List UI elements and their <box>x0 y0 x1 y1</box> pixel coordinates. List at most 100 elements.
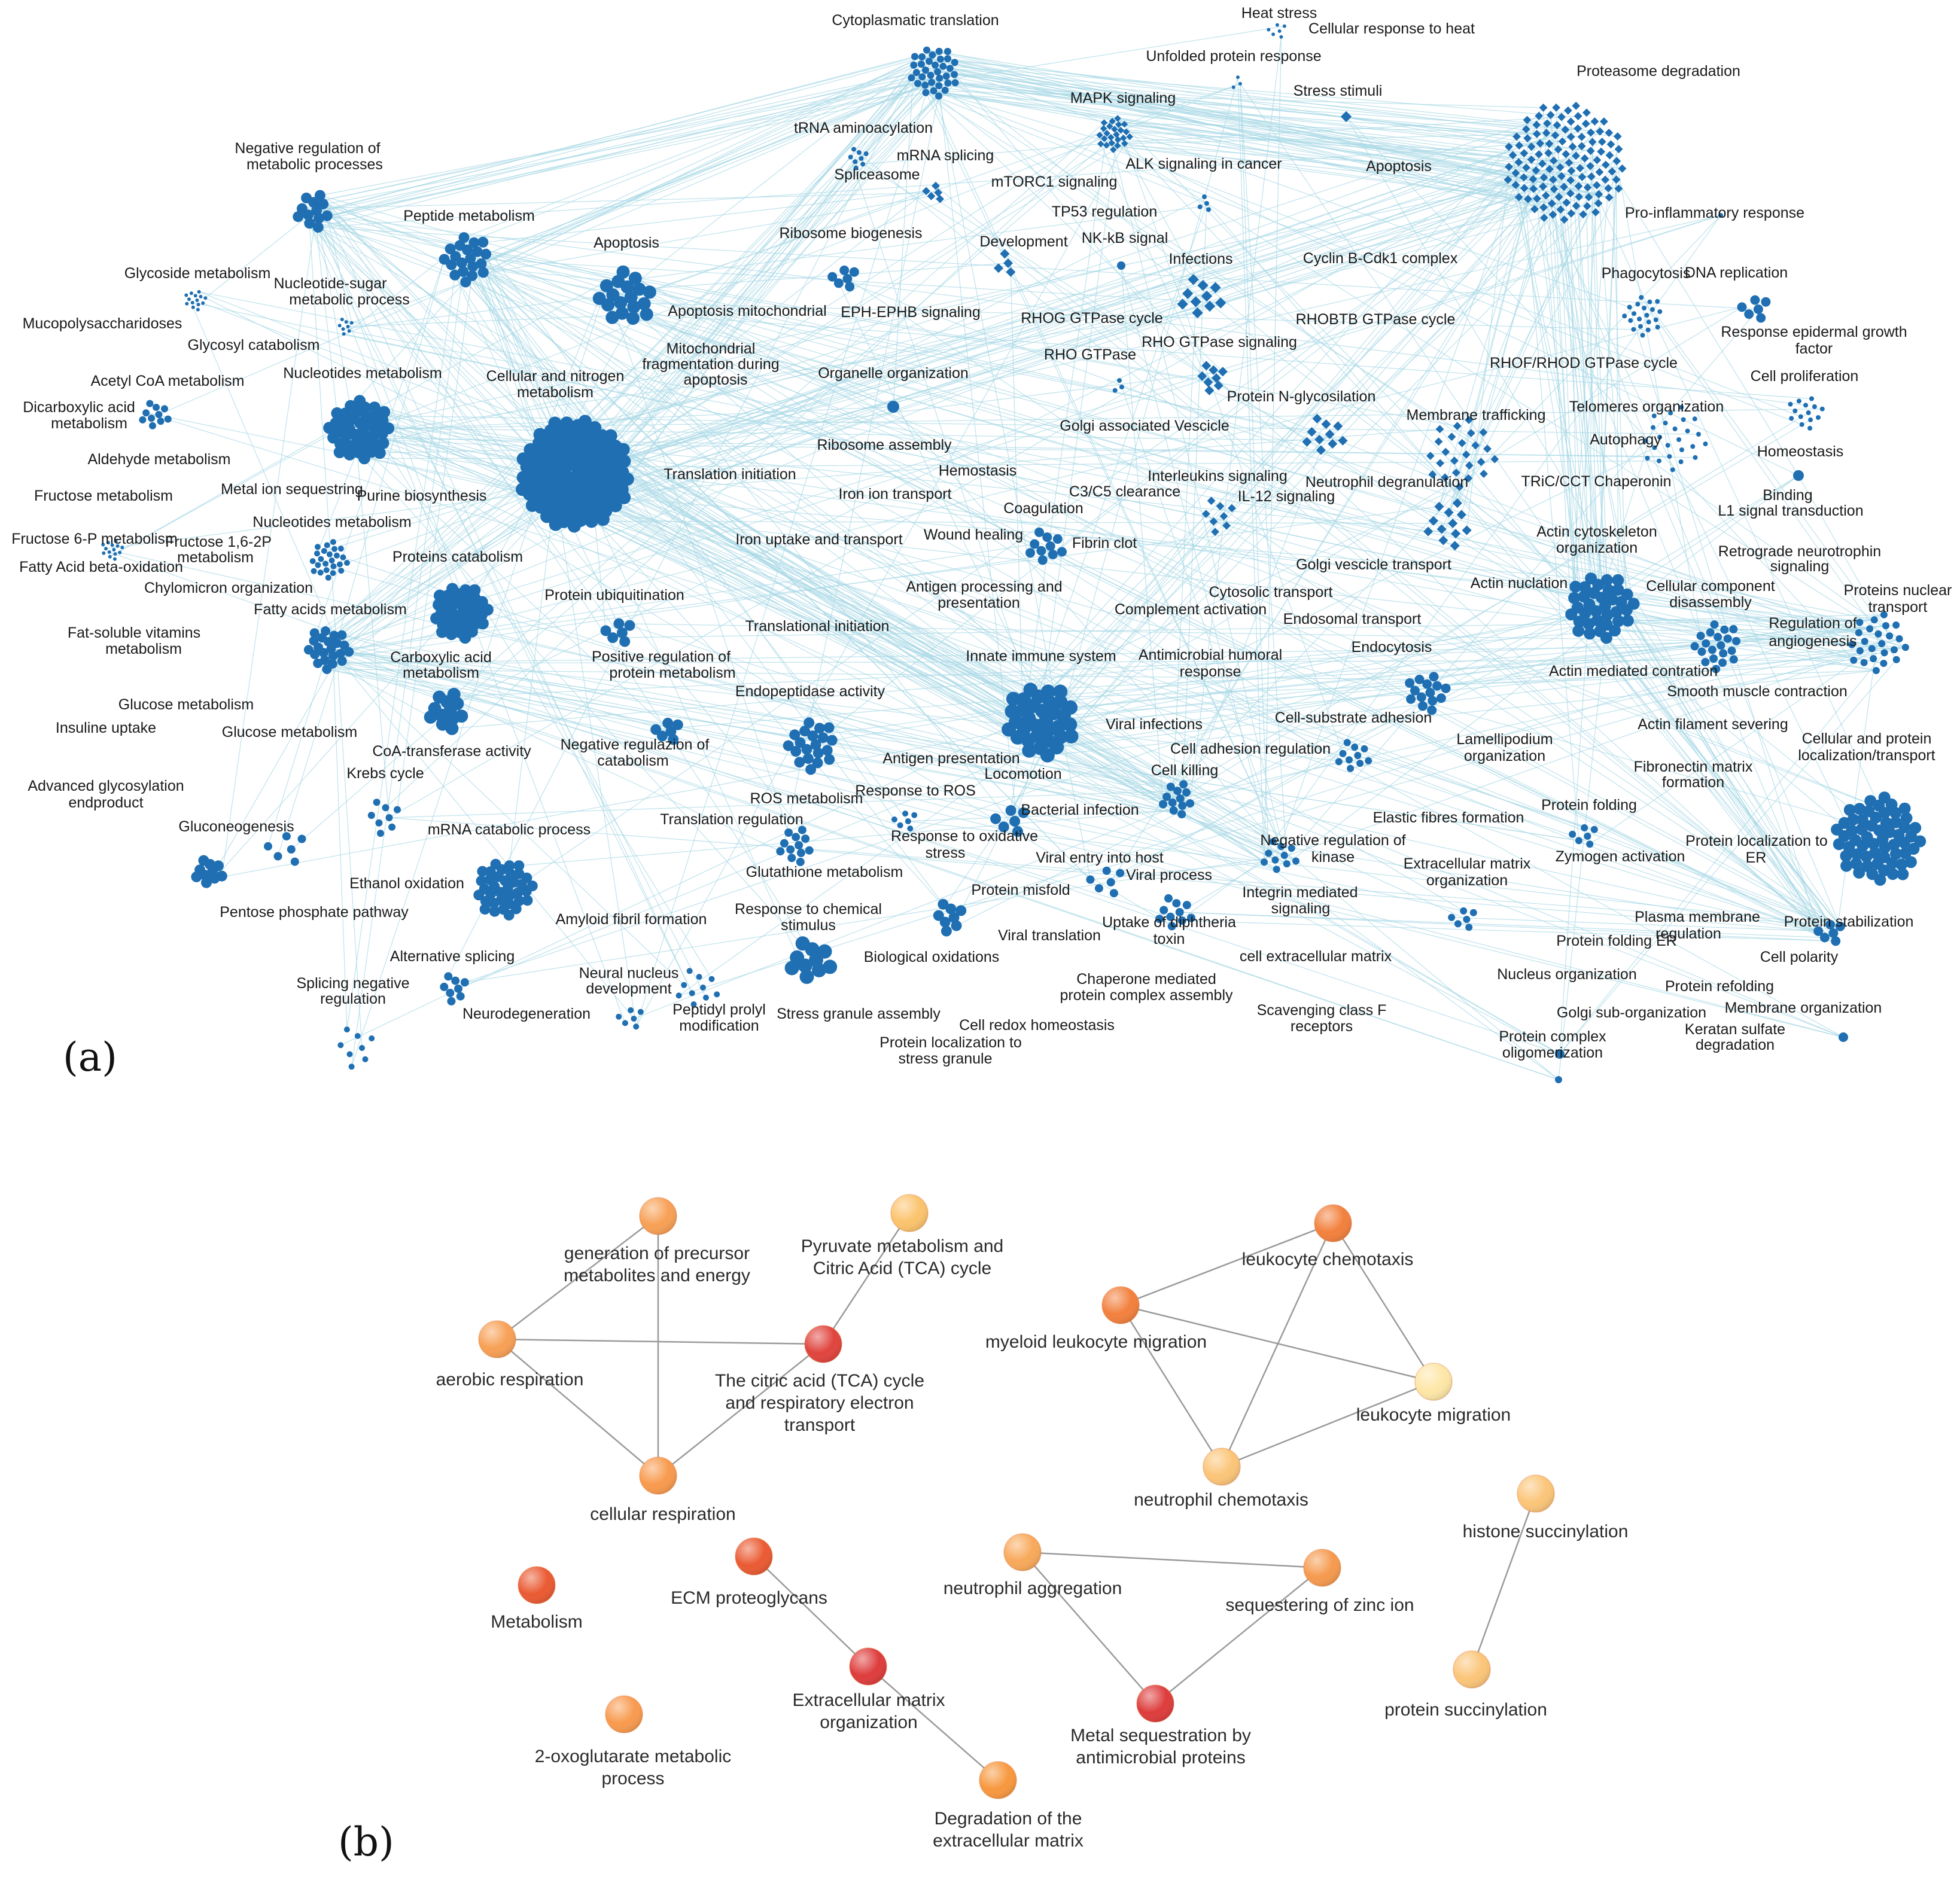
network-node <box>1426 452 1435 460</box>
network-node <box>632 282 646 296</box>
network-node <box>1177 810 1186 819</box>
network-edge <box>297 216 573 455</box>
process-label: metabolism <box>177 549 254 566</box>
network-node <box>322 560 329 567</box>
network-node <box>1644 313 1649 318</box>
network-edge <box>308 214 561 480</box>
network-edge <box>1060 153 1524 703</box>
process-label: mRNA catabolic process <box>428 821 591 838</box>
network-edge <box>336 465 551 644</box>
node-label: metabolites and energy <box>564 1266 750 1285</box>
network-node <box>1548 210 1557 219</box>
network-edge <box>1130 136 1524 178</box>
network-edge <box>318 83 948 219</box>
network-node <box>479 904 491 915</box>
network-node <box>1606 593 1618 606</box>
network-node <box>851 147 856 152</box>
network-node <box>1576 164 1584 172</box>
process-label: Extracellular matrix <box>1404 855 1531 872</box>
network-node <box>1856 813 1868 826</box>
network-node <box>1434 501 1444 511</box>
network-node <box>1582 108 1591 117</box>
network-node <box>1197 279 1209 291</box>
network-edge <box>1471 1493 1537 1670</box>
network-edge <box>580 489 1049 730</box>
network-node <box>1874 630 1882 638</box>
network-node <box>1043 695 1058 710</box>
network-node <box>1023 682 1038 697</box>
network-edge <box>1110 597 1602 883</box>
network-edge <box>331 648 1171 787</box>
network-node <box>696 974 702 980</box>
network-node <box>1543 119 1551 128</box>
network-node <box>359 1045 365 1051</box>
network-edge <box>926 92 1488 449</box>
network-edge <box>1114 129 1207 297</box>
network-node <box>540 510 554 523</box>
network-node <box>1539 173 1548 182</box>
network-edge <box>314 71 938 203</box>
network-node <box>1901 644 1909 651</box>
network-node <box>149 422 156 429</box>
network-edge <box>464 607 1578 983</box>
network-node <box>1614 184 1623 193</box>
network-node <box>1880 611 1888 618</box>
network-node <box>1452 498 1462 508</box>
network-node <box>1708 645 1716 654</box>
network-node <box>1706 628 1715 637</box>
network-node <box>639 1457 677 1495</box>
network-node <box>342 332 346 336</box>
network-node <box>102 551 106 555</box>
network-edge <box>1589 643 1882 845</box>
network-node <box>859 156 864 161</box>
network-edge <box>1172 301 1197 803</box>
network-node <box>1456 510 1466 520</box>
network-node <box>1114 115 1121 122</box>
network-node <box>849 267 859 277</box>
network-node <box>456 992 465 1001</box>
network-node <box>349 321 354 325</box>
network-edge <box>540 196 1559 508</box>
network-edge <box>349 454 530 495</box>
process-label: Ethanol oxidation <box>349 875 464 892</box>
network-node <box>1825 919 1836 930</box>
network-node <box>1628 318 1633 323</box>
network-edge <box>954 74 1517 137</box>
network-node <box>1627 304 1632 310</box>
process-label: Neutrophil degranulation <box>1305 474 1468 490</box>
network-node <box>1416 692 1426 702</box>
network-node <box>600 625 611 636</box>
network-node <box>1612 615 1624 627</box>
node-label: sequestering of zinc ion <box>1225 1595 1414 1615</box>
network-node <box>321 210 333 221</box>
network-node <box>1854 803 1866 815</box>
process-label: Mucopolysaccharidoses <box>23 315 182 332</box>
network-edge <box>457 141 1603 704</box>
network-node <box>1523 134 1532 142</box>
network-edge <box>318 227 1758 310</box>
process-label: TRiC/CCT Chaperonin <box>1521 473 1671 490</box>
network-edge <box>356 443 390 818</box>
network-node <box>911 53 918 60</box>
network-edge <box>939 78 1553 215</box>
network-node <box>1789 416 1794 421</box>
network-node <box>1600 574 1613 586</box>
network-node <box>1210 282 1221 293</box>
network-node <box>1524 194 1532 203</box>
network-node <box>939 62 947 70</box>
network-node <box>662 717 674 729</box>
network-edge <box>1060 447 1655 738</box>
network-node <box>1692 416 1697 422</box>
network-node <box>1441 473 1450 482</box>
network-node <box>1621 614 1634 627</box>
network-node <box>703 994 709 1001</box>
network-node <box>1578 173 1587 181</box>
network-edge <box>620 302 1648 331</box>
process-label: Actin nuclation <box>1471 575 1568 592</box>
network-node <box>1328 438 1338 449</box>
network-node <box>309 636 319 646</box>
process-label: Heat stress <box>1241 5 1317 22</box>
network-node <box>112 548 116 551</box>
network-node <box>436 626 448 638</box>
network-edge <box>1119 602 1621 874</box>
